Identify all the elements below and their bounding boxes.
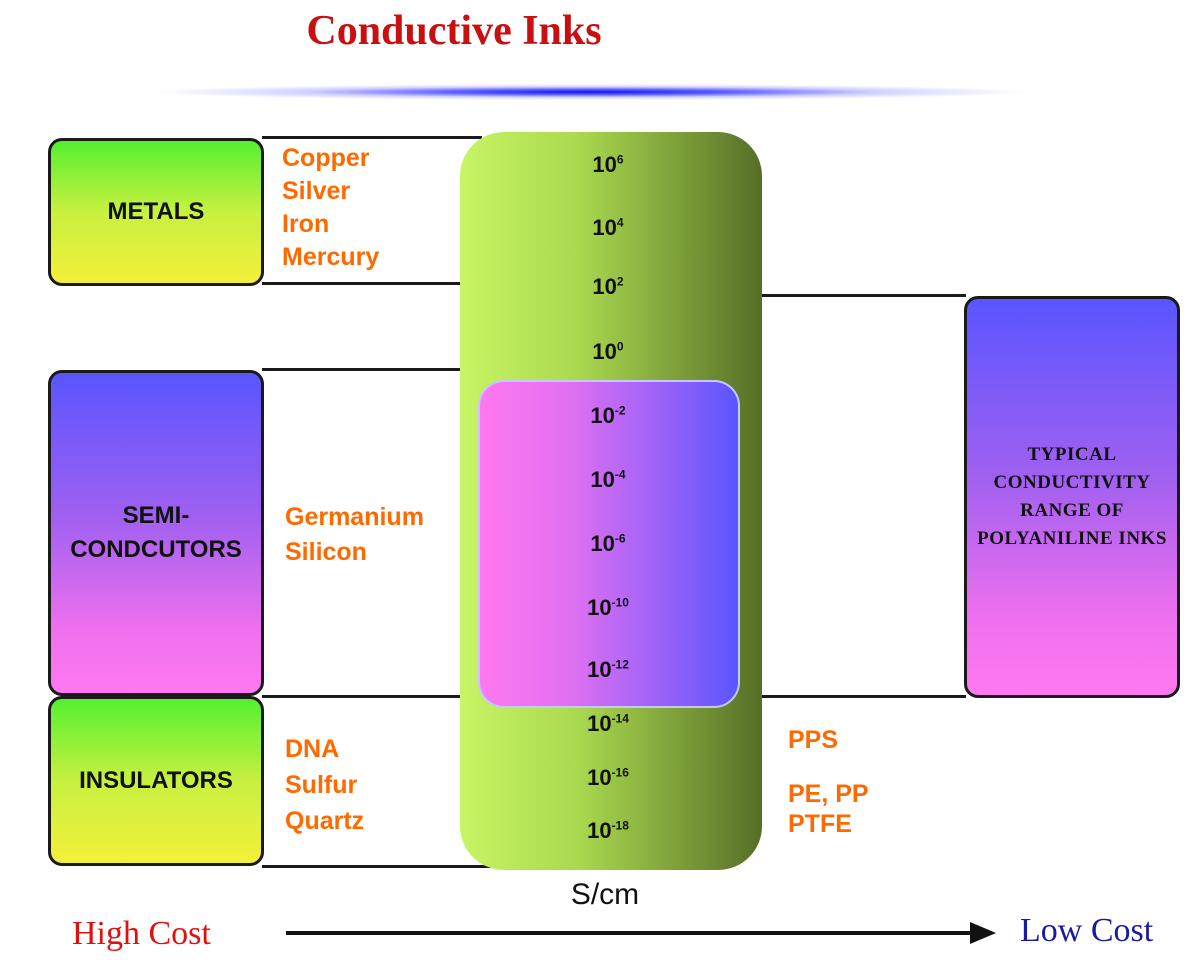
scale-tick: 10-16 (587, 765, 629, 790)
polyaniline-range-highlight (478, 380, 740, 708)
material-item: Copper (282, 144, 370, 172)
scale-tick: 10-18 (587, 818, 629, 843)
material-item: Germanium (285, 503, 424, 531)
polyaniline-top-connector (760, 294, 966, 297)
cost-arrow-line (286, 931, 972, 935)
high-cost-label: High Cost (72, 915, 211, 952)
polymer-pe-pp: PE, PP (788, 780, 869, 808)
cost-arrow-head-icon (970, 922, 996, 944)
semiconductors-box: SEMI- CONDCUTORS (48, 370, 264, 696)
semiconductors-label-line1: SEMI- (122, 502, 190, 529)
polymer-ptfe: PTFE (788, 810, 852, 838)
material-item: Silver (282, 177, 351, 205)
polymer-pps: PPS (788, 726, 839, 754)
metals-bottom-connector (262, 282, 462, 285)
low-cost-label: Low Cost (1020, 912, 1154, 949)
scale-tick: 10-12 (587, 657, 629, 682)
scale-tick: 106 (592, 152, 624, 177)
semiconductors-material-list: Germanium Silicon (285, 500, 424, 570)
metals-box: METALS (48, 138, 264, 286)
polyaniline-range-box: TYPICAL CONDUCTIVITY RANGE OF POLYANILIN… (964, 296, 1180, 698)
insulators-box: INSULATORS (48, 696, 264, 866)
insulators-material-list: DNA Sulfur Quartz (285, 731, 364, 839)
material-item: Mercury (282, 243, 380, 271)
material-item: Iron (282, 210, 330, 238)
insulators-bottom-connector (262, 865, 502, 868)
scale-tick: 100 (592, 339, 624, 364)
scale-tick: 102 (592, 274, 624, 299)
scale-tick: 104 (592, 215, 624, 240)
scale-tick: 10-4 (590, 467, 626, 492)
polyaniline-bottom-connector (738, 695, 966, 698)
material-item: Quartz (285, 807, 365, 835)
material-item: DNA (285, 735, 340, 763)
scale-tick: 10-14 (587, 711, 629, 736)
diagram-title: Conductive Inks (306, 8, 602, 54)
material-item: Sulfur (285, 771, 358, 799)
semiconductors-label-line2: CONDCUTORS (70, 536, 242, 563)
scale-tick: 10-2 (590, 403, 626, 428)
semiconductors-bottom-connector (262, 695, 462, 698)
metals-top-connector (262, 136, 482, 139)
semiconductors-top-connector (262, 368, 462, 371)
scale-tick: 10-10 (587, 595, 629, 620)
polyaniline-range-label: TYPICAL CONDUCTIVITY RANGE OF POLYANILIN… (977, 444, 1167, 549)
insulators-label: INSULATORS (79, 767, 233, 794)
material-item: Silicon (285, 538, 367, 566)
scale-unit-label: S/cm (570, 878, 640, 911)
title-underline-bar (150, 84, 1030, 100)
scale-tick: 10-6 (590, 531, 626, 556)
metals-material-list: Copper Silver Iron Mercury (282, 142, 379, 274)
metals-label: METALS (107, 198, 205, 225)
